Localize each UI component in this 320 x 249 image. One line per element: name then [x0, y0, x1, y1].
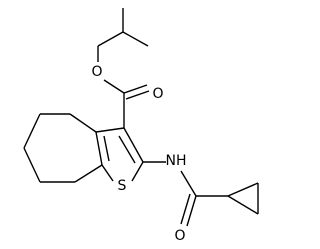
cyclohexane-ring — [23, 113, 103, 183]
bond-c3-c2 — [123, 127, 144, 163]
atom-label-amide-oxygen: O — [174, 228, 185, 244]
atom-label-ester-oxygen: O — [91, 64, 102, 80]
bond-c6-c7 — [23, 147, 41, 183]
amide-group — [143, 161, 228, 227]
bond-carbonyl-double-2 — [125, 90, 150, 100]
bond-isopropyl-methyl-left — [97, 31, 124, 47]
atom-label-carbonyl-oxygen: O — [152, 86, 163, 102]
isopropyl-group — [97, 8, 149, 62]
bond-c5-c6 — [23, 113, 41, 149]
bond-nh-amide-carbon — [180, 170, 197, 197]
cyclopropyl-ring — [227, 182, 259, 215]
bond-s-c7a — [101, 164, 114, 182]
bond-oxygen-to-carbonyl-carbon — [103, 79, 125, 94]
ester-group — [103, 79, 150, 128]
bond-cyclopropyl-a — [227, 182, 259, 197]
bond-isopropyl-methyl-right — [122, 31, 149, 47]
bond-c7a-c3a-inner — [103, 135, 110, 162]
bond-carbonyl-double-1 — [123, 84, 148, 94]
bond-c3a-c4 — [69, 113, 97, 133]
bond-amide-double-2 — [180, 193, 191, 225]
bond-c2-s — [131, 161, 144, 182]
thiophene-ring — [95, 127, 144, 182]
bond-amide-double-1 — [186, 195, 197, 227]
atom-label-sulfur: S — [118, 178, 127, 194]
bond-c7a-c3a — [95, 131, 103, 166]
bond-cyclopropyl-c — [227, 195, 259, 215]
bond-c3-c2-inner — [118, 135, 136, 164]
molecule-structure: O O NH S O — [23, 8, 259, 244]
structure-canvas: O O NH S O — [23, 8, 259, 244]
atom-label-amine-nitrogen: NH — [166, 153, 187, 169]
bond-c3a-c3 — [95, 127, 125, 133]
bond-c8-c7a — [74, 164, 103, 183]
